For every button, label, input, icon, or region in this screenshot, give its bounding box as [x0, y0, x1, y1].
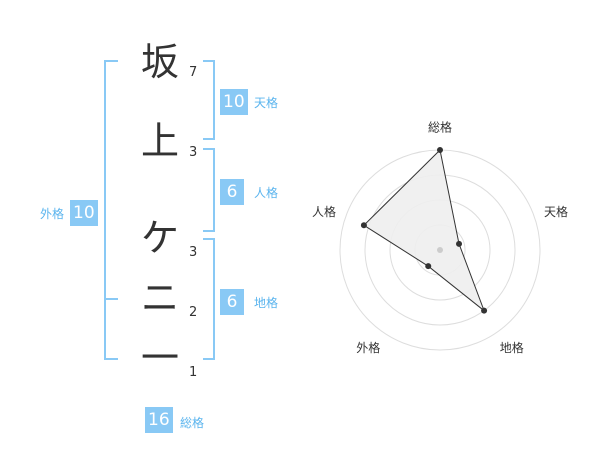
radar-axis-label-3: 地格 — [500, 340, 524, 355]
soukaku-label: 総格 — [180, 416, 205, 430]
radar-point-2 — [456, 240, 463, 247]
gaikaku-value: 10 — [70, 200, 98, 226]
radar-points — [360, 147, 488, 314]
name-char-1: 坂 — [140, 40, 179, 84]
name-char-3: ケ — [140, 216, 179, 260]
radar-point-3 — [481, 307, 488, 314]
radar-point-1 — [437, 147, 443, 153]
stroke-count-2: 3 — [189, 145, 198, 160]
radar-axis-label-1: 総格 — [428, 120, 452, 135]
name-char-2: 上 — [140, 119, 179, 163]
name-char-4: ニ — [140, 276, 179, 320]
radar-axis-label-5: 人格 — [312, 204, 336, 219]
chikaku-value: 6 — [220, 289, 244, 315]
chikaku-label: 地格 — [254, 296, 279, 310]
radar-axis-label-4: 外格 — [356, 340, 380, 355]
radar-point-4 — [425, 263, 432, 270]
tenkaku-label: 天格 — [254, 96, 279, 110]
tenkaku-value: 10 — [220, 89, 248, 115]
name-char-5: 一 — [140, 336, 179, 380]
soukaku-value: 16 — [145, 407, 173, 433]
gaikaku-label: 外格 — [40, 207, 65, 221]
jinkaku-label: 人格 — [254, 186, 279, 200]
stroke-count-3: 3 — [189, 245, 198, 260]
radar-center — [437, 247, 443, 253]
stroke-count-1: 7 — [189, 65, 198, 80]
jinkaku-value: 6 — [220, 179, 244, 205]
radar-axis-label-2: 天格 — [544, 204, 568, 219]
stroke-count-5: 1 — [189, 365, 198, 380]
radar-area — [363, 148, 486, 313]
radar-point-5 — [360, 222, 367, 229]
stroke-count-4: 2 — [189, 305, 198, 320]
